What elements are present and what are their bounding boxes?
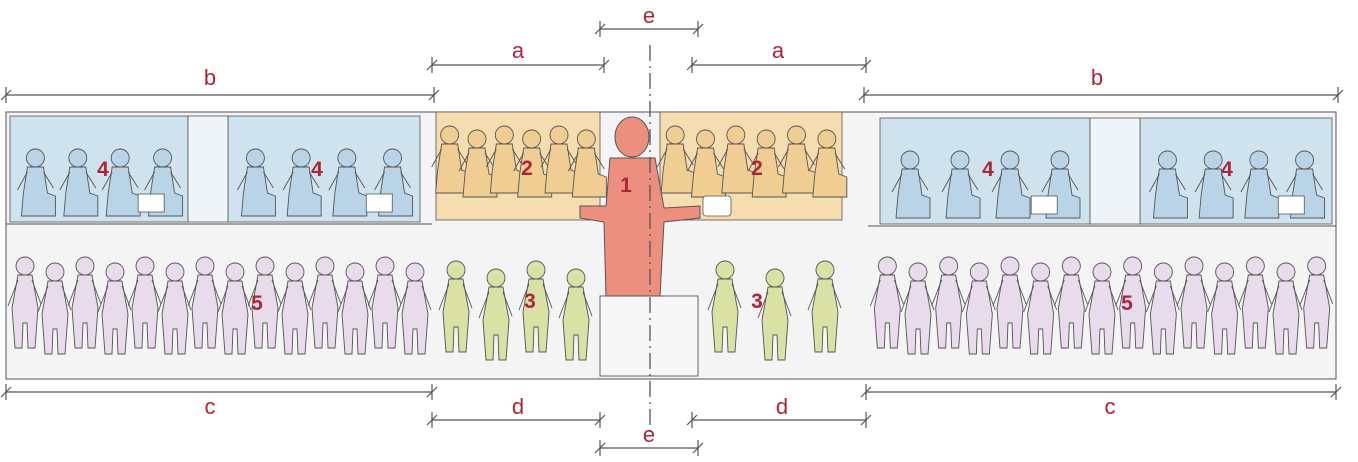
dim-label-c-left: c <box>205 394 216 419</box>
lectern-icon <box>137 193 165 213</box>
dim-label-a-left: a <box>512 38 525 63</box>
dim-line-e-bottom-slash <box>692 442 704 454</box>
dim-line-a-right-slash <box>860 59 872 71</box>
zone-number-4-a: 4 <box>97 158 109 181</box>
dim-line-e-top-slash <box>594 23 606 35</box>
dim-label-c-right: c <box>1105 394 1116 419</box>
dim-line-d-right-slash <box>686 414 698 426</box>
zone-1-central-figure <box>579 116 732 377</box>
dim-label-d-right: d <box>776 394 788 419</box>
pillar <box>187 115 229 223</box>
dim-line-e-bottom-slash <box>594 442 606 454</box>
dim-line-b-left-slash <box>0 89 12 101</box>
dim-line-d-left-slash <box>426 414 438 426</box>
dim-line-c-right-slash <box>1330 386 1342 398</box>
dim-line-c-left-slash <box>426 386 438 398</box>
dim-label-d-left: d <box>512 394 524 419</box>
zone-number-1: 1 <box>620 174 632 197</box>
dim-label-b-left: b <box>204 65 216 90</box>
zone-number-4-d: 4 <box>1221 158 1233 181</box>
dim-line-c-right-slash <box>860 386 872 398</box>
pillar <box>1089 117 1141 225</box>
zone-number-4-b: 4 <box>311 158 323 181</box>
zone-number-5-left: 5 <box>251 292 263 315</box>
dim-line-b-right-slash <box>1332 89 1344 101</box>
lectern-icon <box>1030 195 1058 215</box>
dim-label-a-right: a <box>772 38 785 63</box>
lectern-icon <box>365 193 393 213</box>
zone-4-panels-right <box>879 117 1333 225</box>
dim-line-a-left-slash <box>426 59 438 71</box>
scroll-icon <box>702 195 732 217</box>
dim-line-d-right-slash <box>860 414 872 426</box>
zone-2-group-right <box>656 111 848 221</box>
dimension-lines <box>0 21 1344 456</box>
zone-number-3-left: 3 <box>524 290 536 313</box>
dim-label-e-top: e <box>643 3 655 28</box>
zone-4-panels-left <box>9 115 421 223</box>
central-figure-head <box>614 116 650 158</box>
dim-line-d-left-slash <box>594 414 606 426</box>
zone-number-2-left: 2 <box>521 157 533 180</box>
throne-base <box>599 295 699 377</box>
zone-2-band <box>435 111 601 221</box>
dim-label-b-right: b <box>1091 65 1103 90</box>
dim-line-e-top-slash <box>692 23 704 35</box>
dim-label-e-bottom: e <box>643 422 655 447</box>
zone-number-2-right: 2 <box>751 157 763 180</box>
zone-number-3-right: 3 <box>751 290 763 313</box>
dim-line-c-left-slash <box>0 386 12 398</box>
central-figure-body <box>579 157 701 297</box>
lectern-icon <box>1277 195 1305 215</box>
zone-number-5-right: 5 <box>1121 292 1133 315</box>
dim-line-a-left-slash <box>598 59 610 71</box>
dim-line-b-left-slash <box>428 89 440 101</box>
dim-line-b-right-slash <box>858 89 870 101</box>
zone-2-group-left <box>431 111 607 221</box>
dim-line-a-right-slash <box>686 59 698 71</box>
zone-number-4-c: 4 <box>982 158 994 181</box>
